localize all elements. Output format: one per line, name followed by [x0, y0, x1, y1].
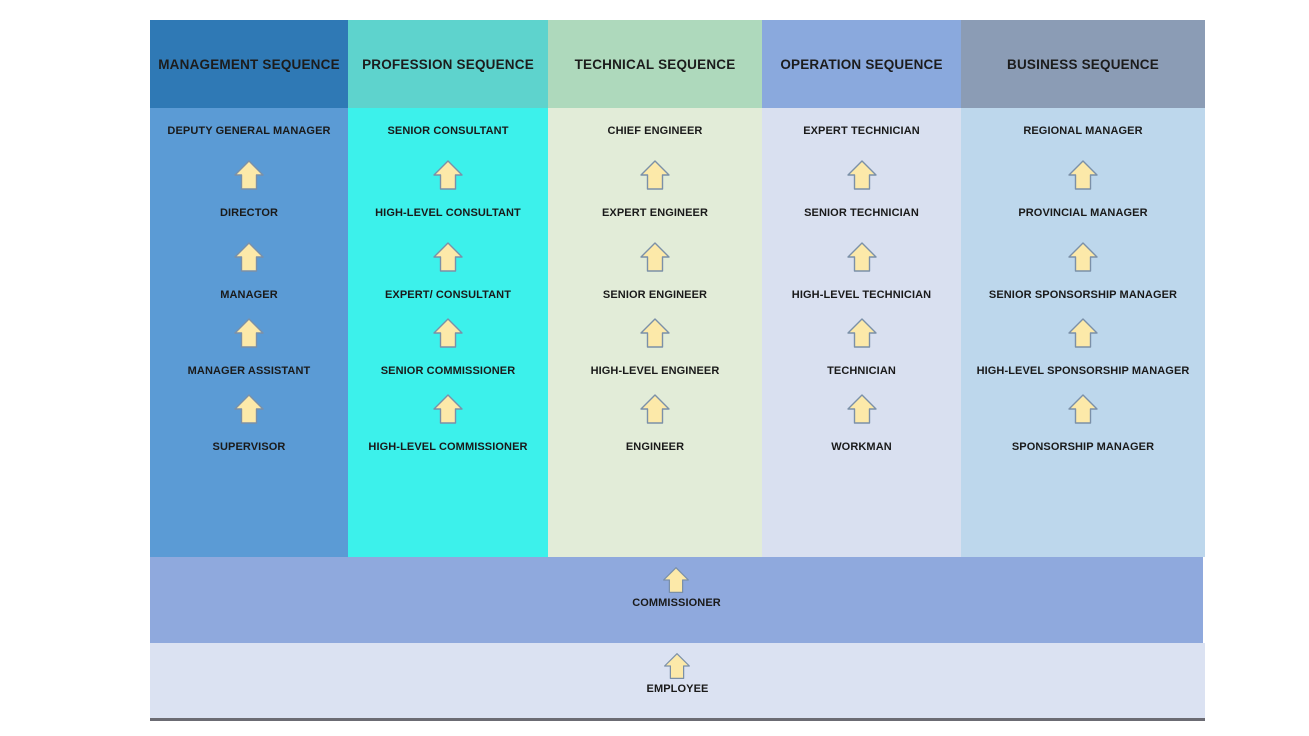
up-arrow-icon: [433, 318, 463, 348]
up-arrow-icon: [1068, 318, 1098, 348]
sequence-column-profession[interactable]: PROFESSION SEQUENCE SENIOR CONSULTANT HI…: [348, 20, 548, 557]
rung[interactable]: HIGH-LEVEL ENGINEER: [548, 316, 762, 378]
up-arrow-icon: [433, 242, 463, 272]
rung-label: EXPERT/ CONSULTANT: [384, 289, 512, 301]
column-body-operation: EXPERT TECHNICIAN SENIOR TECHNICIAN: [762, 108, 961, 557]
up-arrow-icon: [1068, 242, 1098, 272]
rung[interactable]: HIGH-LEVEL TECHNICIAN: [762, 240, 961, 302]
rung-label: CHIEF ENGINEER: [607, 125, 703, 137]
rung-label: EXPERT ENGINEER: [601, 207, 709, 219]
column-header-technical: TECHNICAL SEQUENCE: [548, 20, 762, 108]
rung-label: WORKMAN: [831, 441, 892, 453]
column-body-profession: SENIOR CONSULTANT HIGH-LEVEL CONSULTANT: [348, 108, 548, 557]
rung[interactable]: MANAGER: [150, 240, 348, 302]
rung[interactable]: ENGINEER: [548, 392, 762, 454]
rung-label: SUPERVISOR: [212, 441, 286, 453]
column-body-business: REGIONAL MANAGER PROVINCIAL MANAGER: [961, 108, 1205, 557]
sequence-column-operation[interactable]: OPERATION SEQUENCE EXPERT TECHNICIAN SEN…: [762, 20, 961, 557]
rung[interactable]: SENIOR SPONSORSHIP MANAGER: [961, 240, 1205, 302]
rung[interactable]: EXPERT TECHNICIAN: [762, 124, 961, 138]
rung-label: MANAGER: [220, 289, 278, 301]
up-arrow-icon: [640, 318, 670, 348]
rung[interactable]: SUPERVISOR: [150, 392, 348, 454]
column-header-profession: PROFESSION SEQUENCE: [348, 20, 548, 108]
up-arrow-icon: [640, 242, 670, 272]
rung[interactable]: HIGH-LEVEL COMMISSIONER: [348, 392, 548, 454]
up-arrow-icon: [640, 160, 670, 190]
band-label-commissioner: COMMISSIONER: [632, 597, 721, 609]
rung[interactable]: DIRECTOR: [150, 158, 348, 220]
rung[interactable]: HIGH-LEVEL CONSULTANT: [348, 158, 548, 220]
rung[interactable]: EXPERT ENGINEER: [548, 158, 762, 220]
rung-label: ENGINEER: [625, 441, 685, 453]
sequence-columns: MANAGEMENT SEQUENCE DEPUTY GENERAL MANAG…: [150, 20, 1205, 557]
up-arrow-icon: [234, 242, 264, 272]
rung-label: SENIOR COMMISSIONER: [380, 365, 516, 377]
up-arrow-icon: [234, 160, 264, 190]
up-arrow-icon: [433, 160, 463, 190]
rung[interactable]: MANAGER ASSISTANT: [150, 316, 348, 378]
rung-label: HIGH-LEVEL CONSULTANT: [375, 207, 521, 219]
rung-label: SPONSORSHIP MANAGER: [1011, 441, 1155, 453]
column-header-operation: OPERATION SEQUENCE: [762, 20, 961, 108]
rung[interactable]: PROVINCIAL MANAGER: [961, 158, 1205, 220]
column-body-technical: CHIEF ENGINEER EXPERT ENGINEER SEN: [548, 108, 762, 557]
rung[interactable]: DEPUTY GENERAL MANAGER: [150, 124, 348, 138]
up-arrow-icon: [664, 653, 690, 679]
rung[interactable]: SENIOR TECHNICIAN: [762, 158, 961, 220]
rung[interactable]: SENIOR COMMISSIONER: [348, 316, 548, 378]
rung[interactable]: SPONSORSHIP MANAGER: [961, 392, 1205, 454]
rung[interactable]: REGIONAL MANAGER: [961, 124, 1205, 138]
rung-label: HIGH-LEVEL TECHNICIAN: [791, 289, 932, 301]
rung-label: HIGH-LEVEL COMMISSIONER: [368, 441, 528, 453]
rung-label: PROVINCIAL MANAGER: [1018, 207, 1148, 219]
band-commissioner[interactable]: COMMISSIONER: [150, 557, 1203, 643]
up-arrow-icon: [640, 394, 670, 424]
up-arrow-icon: [433, 394, 463, 424]
bottom-divider: [150, 718, 1205, 721]
sequence-column-business[interactable]: BUSINESS SEQUENCE REGIONAL MANAGER PROVI…: [961, 20, 1205, 557]
rung-label: HIGH-LEVEL ENGINEER: [590, 365, 720, 377]
rung[interactable]: TECHNICIAN: [762, 316, 961, 378]
rung-label: SENIOR CONSULTANT: [387, 125, 509, 137]
up-arrow-icon: [846, 160, 877, 190]
rung[interactable]: SENIOR ENGINEER: [548, 240, 762, 302]
up-arrow-icon: [234, 394, 264, 424]
rung-label: SENIOR SPONSORSHIP MANAGER: [988, 289, 1178, 301]
rung[interactable]: SENIOR CONSULTANT: [348, 124, 548, 138]
up-arrow-icon: [1068, 394, 1098, 424]
rung[interactable]: WORKMAN: [762, 392, 961, 454]
sequence-column-technical[interactable]: TECHNICAL SEQUENCE CHIEF ENGINEER EXPERT…: [548, 20, 762, 557]
rung-label: REGIONAL MANAGER: [1023, 125, 1143, 137]
rung-label: EXPERT TECHNICIAN: [803, 125, 920, 137]
up-arrow-icon: [846, 394, 877, 424]
column-header-business: BUSINESS SEQUENCE: [961, 20, 1205, 108]
rung-label: HIGH-LEVEL SPONSORSHIP MANAGER: [976, 365, 1190, 377]
rung-label: MANAGER ASSISTANT: [187, 365, 311, 377]
rung-label: TECHNICIAN: [827, 365, 896, 377]
up-arrow-icon: [234, 318, 264, 348]
band-employee[interactable]: EMPLOYEE: [150, 643, 1205, 718]
rung[interactable]: HIGH-LEVEL SPONSORSHIP MANAGER: [961, 316, 1205, 378]
rung-label: DEPUTY GENERAL MANAGER: [167, 125, 331, 137]
rung-label: DIRECTOR: [219, 207, 279, 219]
rung[interactable]: CHIEF ENGINEER: [548, 124, 762, 138]
band-label-employee: EMPLOYEE: [646, 683, 709, 695]
up-arrow-icon: [1068, 160, 1098, 190]
up-arrow-icon: [846, 242, 877, 272]
rung-label: SENIOR ENGINEER: [602, 289, 708, 301]
up-arrow-icon: [663, 567, 689, 593]
up-arrow-icon: [846, 318, 877, 348]
rung[interactable]: EXPERT/ CONSULTANT: [348, 240, 548, 302]
sequence-column-management[interactable]: MANAGEMENT SEQUENCE DEPUTY GENERAL MANAG…: [150, 20, 348, 557]
column-header-management: MANAGEMENT SEQUENCE: [150, 20, 348, 108]
rung-label: SENIOR TECHNICIAN: [804, 207, 919, 219]
column-body-management: DEPUTY GENERAL MANAGER DIRECTOR MA: [150, 108, 348, 557]
